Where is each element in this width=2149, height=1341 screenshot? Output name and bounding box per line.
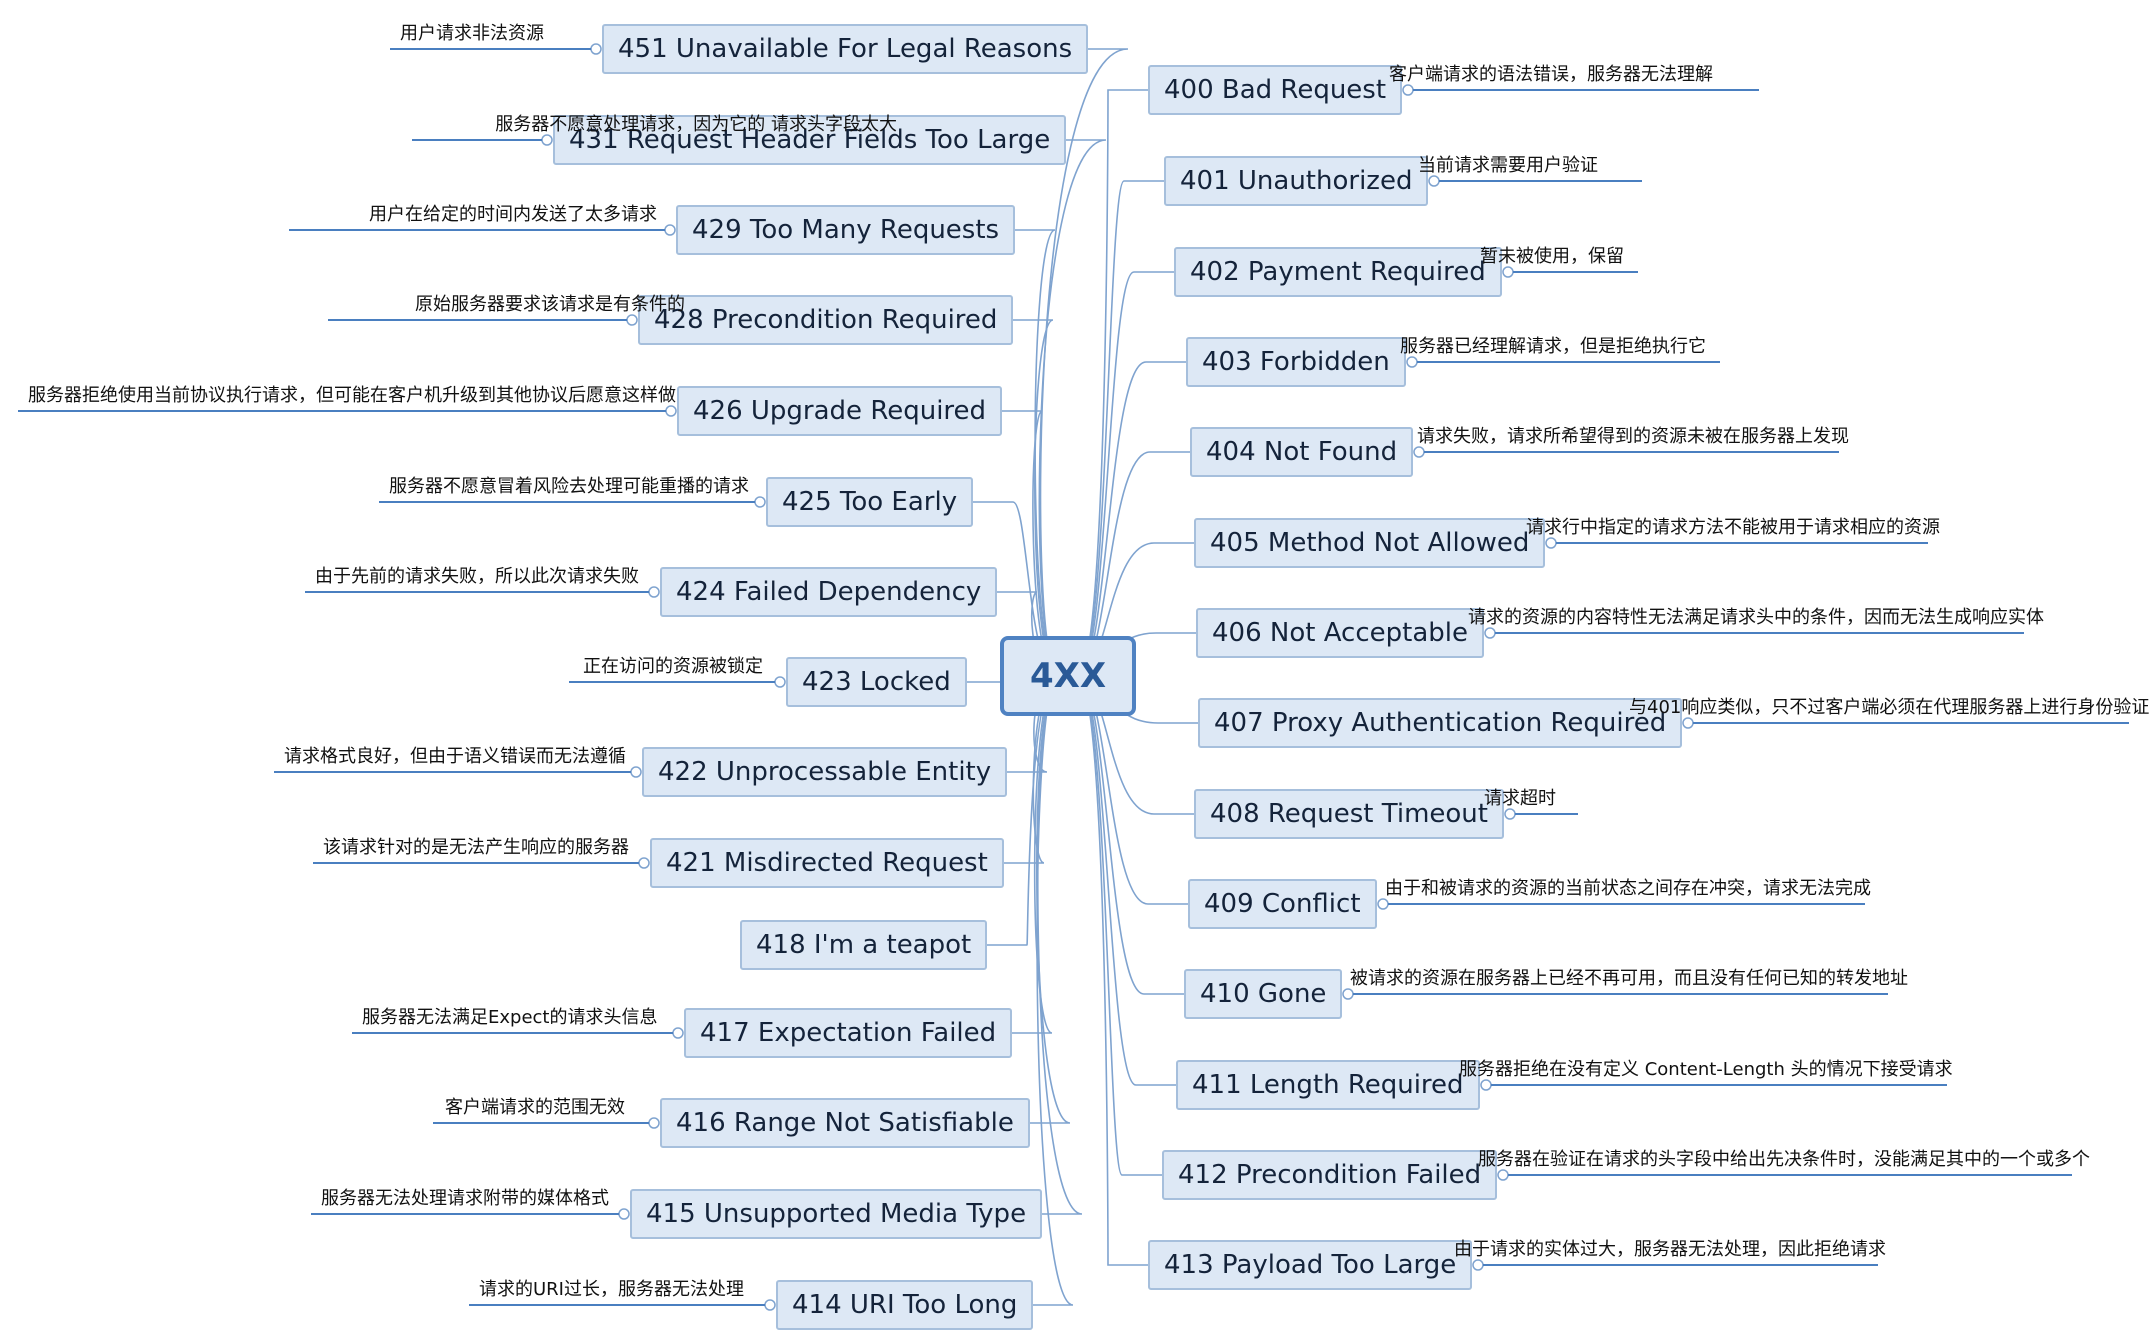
left-note: 该请求针对的是无法产生响应的服务器 [323, 837, 629, 858]
left-node[interactable]: 429 Too Many Requests [676, 205, 1016, 255]
right-note: 服务器在验证在请求的头字段中给出先决条件时，没能满足其中的一个或多个 [1478, 1149, 2090, 1170]
left-note: 客户端请求的范围无效 [445, 1097, 625, 1118]
right-node[interactable]: 410 Gone [1184, 969, 1343, 1019]
left-node[interactable]: 422 Unprocessable Entity [642, 747, 1008, 797]
left-node[interactable]: 451 Unavailable For Legal Reasons [602, 24, 1089, 74]
right-note: 服务器拒绝在没有定义 Content-Length 头的情况下接受请求 [1459, 1059, 1953, 1080]
right-node[interactable]: 413 Payload Too Large [1148, 1240, 1473, 1290]
right-note: 暂未被使用，保留 [1480, 246, 1624, 267]
collapse-toggle-icon[interactable] [648, 586, 660, 598]
left-note: 服务器无法满足Expect的请求头信息 [362, 1007, 658, 1028]
right-node[interactable]: 402 Payment Required [1174, 247, 1502, 297]
left-node[interactable]: 416 Range Not Satisfiable [660, 1098, 1030, 1148]
left-node[interactable]: 425 Too Early [766, 477, 974, 527]
collapse-toggle-icon[interactable] [664, 224, 676, 236]
left-note: 服务器不愿意处理请求，因为它的 请求头字段太大 [495, 114, 897, 135]
collapse-toggle-icon[interactable] [590, 43, 602, 55]
left-node[interactable]: 421 Misdirected Request [650, 838, 1004, 888]
left-node[interactable]: 415 Unsupported Media Type [630, 1189, 1043, 1239]
left-note: 服务器不愿意冒着风险去处理可能重播的请求 [389, 476, 749, 497]
collapse-toggle-icon[interactable] [648, 1117, 660, 1129]
left-note: 用户在给定的时间内发送了太多请求 [369, 204, 657, 225]
right-node[interactable]: 411 Length Required [1176, 1060, 1480, 1110]
left-note: 请求的URI过长，服务器无法处理 [479, 1279, 744, 1300]
right-node[interactable]: 403 Forbidden [1186, 337, 1406, 387]
left-node[interactable]: 428 Precondition Required [638, 295, 1014, 345]
connector-line [1012, 675, 1059, 1034]
right-node[interactable]: 400 Bad Request [1148, 65, 1403, 115]
right-node[interactable]: 408 Request Timeout [1194, 789, 1504, 839]
connector-line [1015, 229, 1059, 677]
left-node[interactable]: 414 URI Too Long [776, 1280, 1034, 1330]
connector-line [1077, 675, 1148, 1266]
collapse-toggle-icon[interactable] [754, 496, 766, 508]
right-note: 请求失败，请求所希望得到的资源未被在服务器上发现 [1417, 426, 1849, 447]
right-note: 由于和被请求的资源的当前状态之间存在冲突，请求无法完成 [1385, 878, 1871, 899]
left-node[interactable]: 417 Expectation Failed [684, 1008, 1013, 1058]
right-note: 客户端请求的语法错误，服务器无法理解 [1389, 64, 1713, 85]
collapse-toggle-icon[interactable] [672, 1027, 684, 1039]
left-note: 请求格式良好，但由于语义错误而无法遵循 [284, 746, 626, 767]
left-note: 服务器无法处理请求附带的媒体格式 [321, 1188, 609, 1209]
right-node[interactable]: 407 Proxy Authentication Required [1198, 698, 1683, 748]
right-note: 请求行中指定的请求方法不能被用于请求相应的资源 [1526, 517, 1940, 538]
left-node[interactable]: 426 Upgrade Required [677, 386, 1003, 436]
center-node-4xx[interactable]: 4XX [1000, 636, 1136, 716]
right-note: 请求超时 [1484, 788, 1556, 809]
left-node[interactable]: 431 Request Header Fields Too Large [553, 115, 1067, 165]
right-note: 由于请求的实体过大，服务器无法处理，因此拒绝请求 [1454, 1239, 1886, 1260]
connector-line [1037, 675, 1083, 1215]
right-node[interactable]: 409 Conflict [1188, 879, 1377, 929]
right-node[interactable]: 405 Method Not Allowed [1194, 518, 1546, 568]
right-node[interactable]: 401 Unauthorized [1164, 156, 1429, 206]
collapse-toggle-icon[interactable] [638, 857, 650, 869]
connector-line [987, 675, 1059, 946]
right-node[interactable]: 404 Not Found [1190, 427, 1414, 477]
left-node[interactable]: 424 Failed Dependency [660, 567, 998, 617]
left-note: 由于先前的请求失败，所以此次请求失败 [315, 566, 639, 587]
right-node[interactable]: 406 Not Acceptable [1196, 608, 1484, 658]
right-note: 服务器已经理解请求，但是拒绝执行它 [1400, 336, 1706, 357]
collapse-toggle-icon[interactable] [618, 1208, 630, 1220]
right-node[interactable]: 412 Precondition Failed [1162, 1150, 1498, 1200]
collapse-toggle-icon[interactable] [630, 766, 642, 778]
collapse-toggle-icon[interactable] [774, 676, 786, 688]
right-note: 当前请求需要用户验证 [1418, 155, 1598, 176]
connector-line [1077, 89, 1148, 677]
left-note: 原始服务器要求该请求是有条件的 [415, 294, 685, 315]
right-note: 与401响应类似，只不过客户端必须在代理服务器上进行身份验证 [1629, 697, 2149, 718]
right-note: 被请求的资源在服务器上已经不再可用，而且没有任何已知的转发地址 [1350, 968, 1908, 989]
left-node[interactable]: 418 I'm a teapot [740, 920, 988, 970]
right-note: 请求的资源的内容特性无法满足请求头中的条件，因而无法生成响应实体 [1468, 607, 2044, 628]
left-node[interactable]: 423 Locked [786, 657, 967, 707]
left-note: 服务器拒绝使用当前协议执行请求，但可能在客户机升级到其他协议后愿意这样做 [28, 385, 676, 406]
left-note: 正在访问的资源被锁定 [583, 656, 763, 677]
left-note: 用户请求非法资源 [400, 23, 544, 44]
collapse-toggle-icon[interactable] [764, 1299, 776, 1311]
